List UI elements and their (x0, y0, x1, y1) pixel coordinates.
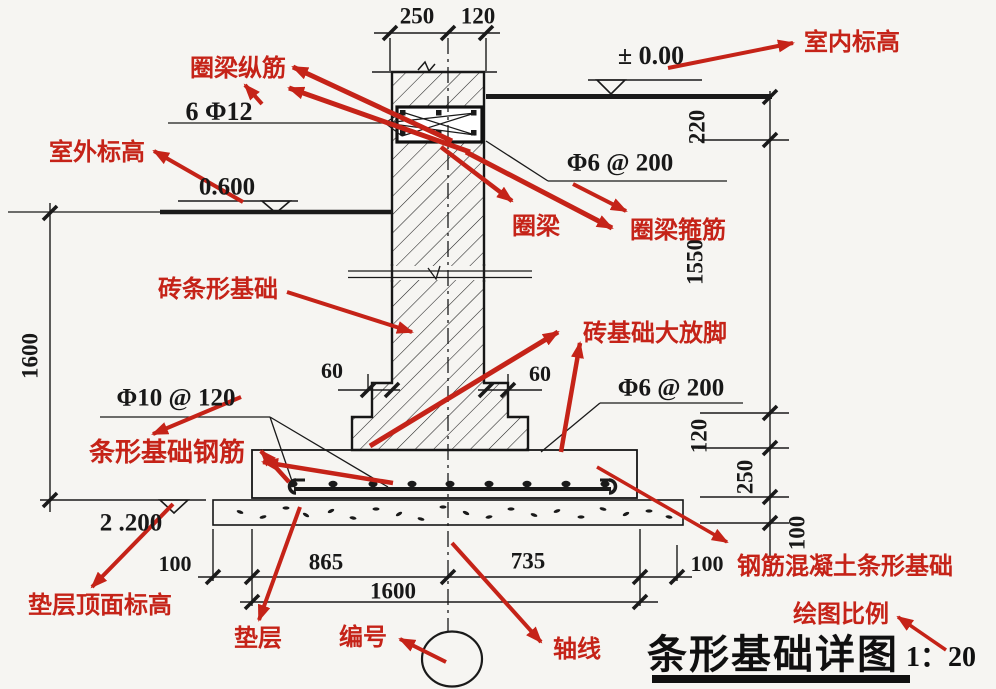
dim-right-120: 120 (686, 418, 712, 454)
dim-right-220: 220 (684, 109, 710, 145)
dim-bottom-865: 865 (308, 549, 344, 575)
level-outdoor-value: 0.600 (198, 173, 256, 201)
footing-rebar-arrow-2 (261, 457, 394, 486)
indoor-level-arrow (667, 39, 795, 70)
stepped-footing-arrow-2 (558, 341, 584, 453)
label-ring-beam-stirrups: 圈梁箍筋 (630, 218, 726, 244)
rc-strip-footing (251, 449, 638, 499)
ring-beam-stirrups-spec: Φ6 @ 200 (566, 149, 674, 177)
dim-right-1550: 1550 (682, 239, 708, 285)
label-cushion-top-level: 垫层顶面标高 (28, 593, 172, 619)
footing-distribution-bars-spec: Φ6 @ 200 (617, 374, 725, 402)
label-stepped-footing: 砖基础大放脚 (583, 321, 727, 347)
ring-beam-bars-arrow-1 (291, 64, 454, 144)
rebar-hook-right (608, 478, 618, 495)
level-cushion-value: 2 .200 (99, 509, 163, 537)
label-cushion: 垫层 (234, 626, 282, 652)
dim-step-left-60: 60 (321, 358, 343, 383)
level-indoor-value: ± 0.00 (617, 41, 685, 70)
axis-number-circle (420, 630, 484, 688)
dim-left-1600: 1600 (17, 333, 43, 379)
cushion-texture (236, 505, 673, 521)
footing-rebar (287, 478, 618, 495)
ring-beam-bars-spec: 6 Φ12 (185, 97, 253, 126)
dim-wall-120: 120 (460, 3, 496, 29)
label-ring-beam: 圈梁 (512, 214, 560, 240)
axis-number-arrow (398, 637, 447, 664)
axis-line-arrow (450, 541, 543, 644)
title-underline (652, 675, 910, 683)
red-annotation-arrows (90, 39, 947, 664)
dim-bottom-100-left: 100 (158, 551, 192, 576)
ring-beam-arrow (439, 145, 514, 203)
dim-bottom-100-right: 100 (690, 551, 724, 576)
ring-beam-stirrups-arrow-1 (464, 149, 614, 231)
dim-wall-250: 250 (399, 3, 435, 29)
indoor-level-triangle (595, 79, 627, 96)
outdoor-level-triangle (259, 200, 293, 215)
label-strip-foundation-rebar: 条形基础钢筋 (88, 438, 246, 467)
label-outdoor-level: 室外标高 (49, 140, 145, 166)
wall-top-break-mark (417, 60, 436, 73)
dimension-ticks (41, 24, 779, 611)
label-ring-beam-longitudinal-bars: 圈梁纵筋 (190, 56, 286, 82)
label-indoor-level: 室内标高 (804, 30, 900, 56)
footing-main-bars-spec: Φ10 @ 120 (116, 384, 236, 412)
label-rc-strip-foundation: 钢筋混凝土条形基础 (737, 554, 953, 580)
label-axis-number: 编号 (339, 625, 387, 651)
drawing-title: 条形基础详图 (647, 632, 899, 677)
cushion-arrow (257, 506, 302, 622)
main-bar-spec-arrow (151, 395, 242, 436)
cushion-level-triangle (157, 499, 191, 515)
dim-footing-1600: 1600 (370, 578, 416, 604)
rebar-hook-left (287, 478, 297, 495)
rc-strip-foundation-arrow (596, 465, 729, 544)
distribution-bar-dots (288, 480, 610, 488)
outdoor-level-arrow (152, 149, 244, 204)
label-axis-line: 轴线 (553, 637, 601, 663)
dim-right-100: 100 (784, 515, 810, 551)
wall-break-line (348, 264, 532, 282)
annotation-leaders (100, 122, 743, 488)
label-brick-strip-foundation: 砖条形基础 (158, 277, 278, 303)
ring-beam-stirrups-arrow-2 (572, 182, 628, 213)
ring-beam-bars-arrow-3 (243, 83, 264, 106)
cushion-level-arrow (90, 502, 175, 589)
drawing-scale-arrow (896, 615, 947, 652)
dim-right-250: 250 (732, 459, 758, 495)
drawing-scale-value: 1：20 (905, 642, 977, 673)
dim-step-right-60: 60 (529, 361, 551, 386)
ring-beam-bars-arrow-2 (287, 85, 471, 155)
stepped-footing-arrow-1 (368, 329, 560, 449)
dimension-lines (49, 32, 789, 606)
label-drawing-scale: 绘图比例 (793, 602, 889, 628)
brick-strip-foundation-arrow (286, 290, 414, 334)
dim-bottom-735: 735 (510, 548, 546, 574)
